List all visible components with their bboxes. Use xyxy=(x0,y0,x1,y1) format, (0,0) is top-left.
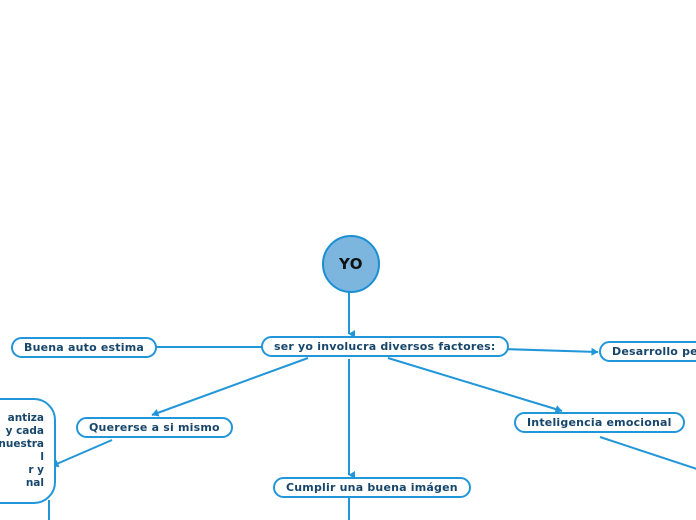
node-clipped-note[interactable]: antiza y cada nuestra l r y nal xyxy=(0,398,56,504)
node-label-buena-auto-estima: Buena auto estima xyxy=(24,341,144,354)
clipped-note-line-2: y cada xyxy=(5,425,44,437)
node-label-desarrollo-personal: Desarrollo person xyxy=(612,345,696,358)
node-label-quererse-a-si-mismo: Quererse a si mismo xyxy=(89,421,220,434)
edge-center-to-inteligencia xyxy=(387,357,563,413)
clipped-note-line-5: r y xyxy=(28,464,44,476)
edge-inteligencia-to-offscreen xyxy=(599,436,696,470)
center-node-label: ser yo involucra diversos factores: xyxy=(274,340,496,353)
root-node-yo[interactable]: YO xyxy=(322,235,380,293)
center-node[interactable]: ser yo involucra diversos factores: xyxy=(261,336,509,357)
clipped-note-line-6: nal xyxy=(25,477,44,489)
node-label-cumplir-una-buena-imagen: Cumplir una buena imágen xyxy=(286,481,458,494)
edge-center-to-quererse xyxy=(151,357,309,417)
root-node-label: YO xyxy=(338,255,364,273)
node-label-inteligencia-emocional: Inteligencia emocional xyxy=(527,416,672,429)
node-quererse-a-si-mismo[interactable]: Quererse a si mismo xyxy=(76,417,233,438)
node-cumplir-una-buena-imagen[interactable]: Cumplir una buena imágen xyxy=(273,477,471,498)
clipped-note-line-1: antiza xyxy=(7,412,44,424)
clipped-note-line-3: nuestra xyxy=(0,438,44,450)
node-inteligencia-emocional[interactable]: Inteligencia emocional xyxy=(514,412,685,433)
edge-quererse-to-note xyxy=(51,439,113,468)
node-desarrollo-personal[interactable]: Desarrollo person xyxy=(599,341,696,362)
node-buena-auto-estima[interactable]: Buena auto estima xyxy=(11,337,157,358)
clipped-note-line-4: l xyxy=(40,451,44,463)
